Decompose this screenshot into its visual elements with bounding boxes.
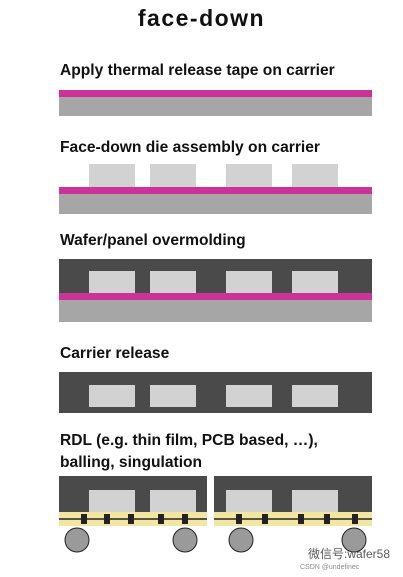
die — [292, 164, 338, 187]
carrier — [59, 194, 372, 214]
die — [226, 164, 272, 187]
rdl-via — [128, 514, 134, 524]
rdl-via — [324, 514, 330, 524]
rdl-via — [104, 514, 110, 524]
rdl-via — [182, 514, 188, 524]
release-tape — [59, 90, 372, 97]
solder-ball — [228, 527, 254, 553]
step-5-caption-line-2: balling, singulation — [60, 454, 203, 471]
rdl-via — [236, 514, 242, 524]
rdl-via — [352, 514, 358, 524]
step-1-caption: Apply thermal release tape on carrier — [60, 62, 335, 79]
die — [89, 271, 135, 293]
step-5-caption-line-1: RDL (e.g. thin film, PCB based, …), — [60, 432, 318, 449]
rdl-via — [81, 514, 87, 524]
die — [226, 385, 272, 407]
carrier — [59, 300, 372, 322]
rdl-via — [298, 514, 304, 524]
die — [292, 271, 338, 293]
die — [292, 490, 338, 512]
step-4-caption: Carrier release — [60, 345, 170, 362]
step-4-stack — [59, 372, 372, 413]
step-2-stack — [59, 164, 372, 214]
solder-ball — [341, 527, 367, 553]
die — [89, 385, 135, 407]
step-1-stack — [59, 90, 372, 116]
step-2-caption: Face-down die assembly on carrier — [60, 139, 320, 156]
die — [89, 490, 135, 512]
watermark-subtext: CSDN @undefinec — [300, 564, 360, 571]
step-3-caption: Wafer/panel overmolding — [60, 232, 246, 249]
die — [226, 490, 272, 512]
step-5-left-package — [59, 476, 207, 553]
step-5-right-package — [214, 476, 372, 553]
release-tape — [59, 293, 372, 300]
solder-ball — [64, 527, 90, 553]
release-tape — [59, 187, 372, 194]
die — [150, 271, 196, 293]
solder-ball — [172, 527, 198, 553]
die — [89, 164, 135, 187]
carrier — [59, 97, 372, 116]
die — [150, 164, 196, 187]
die — [292, 385, 338, 407]
die — [150, 490, 196, 512]
diagram-title: face-down — [137, 5, 266, 31]
die — [150, 385, 196, 407]
rdl-via — [262, 514, 268, 524]
rdl-via — [158, 514, 164, 524]
step-3-stack — [59, 259, 372, 322]
die — [226, 271, 272, 293]
watermark-text: 微信号:wafer58 — [308, 547, 391, 561]
